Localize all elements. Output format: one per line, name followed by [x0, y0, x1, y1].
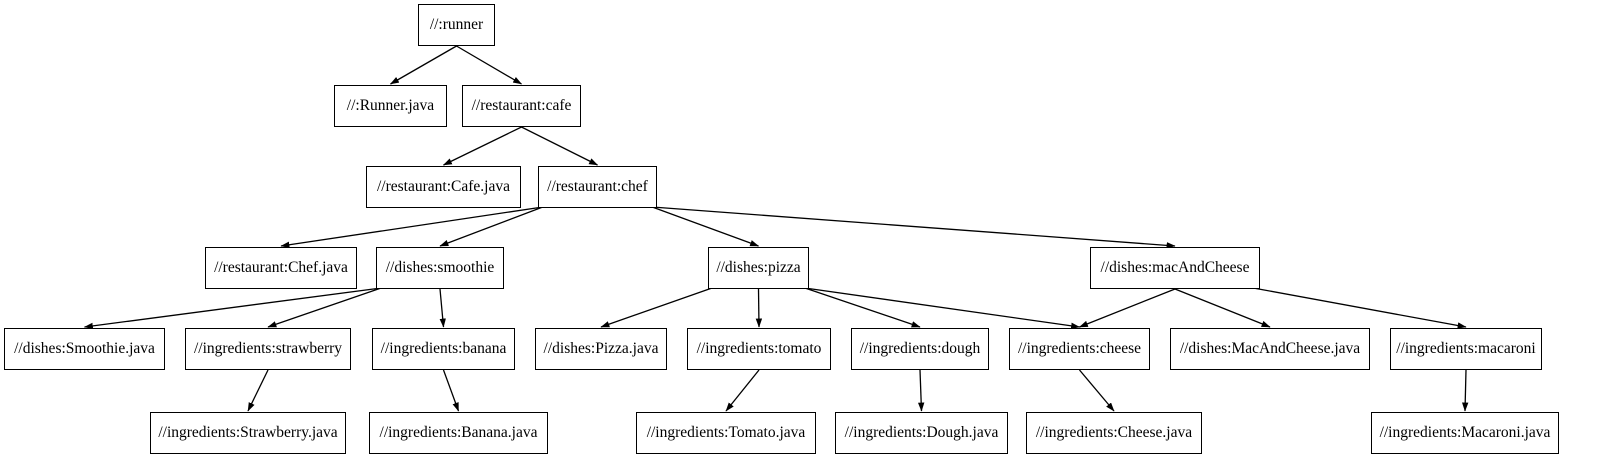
graph-node[interactable]: //restaurant:chef [538, 166, 657, 208]
graph-node-label: //dishes:MacAndCheese.java [1179, 340, 1361, 358]
graph-node-label: //restaurant:cafe [471, 97, 572, 115]
graph-node[interactable]: //restaurant:Cafe.java [366, 166, 521, 208]
graph-node-label: //dishes:Pizza.java [543, 340, 659, 358]
graph-node[interactable]: //dishes:Pizza.java [535, 328, 667, 370]
graph-node-label: //dishes:Smoothie.java [14, 340, 155, 358]
graph-node[interactable]: //restaurant:cafe [462, 85, 581, 127]
graph-node-label: //dishes:pizza [716, 259, 801, 277]
graph-node[interactable]: //restaurant:Chef.java [205, 247, 357, 289]
graph-node[interactable]: //:Runner.java [334, 85, 447, 127]
graph-node[interactable]: //dishes:MacAndCheese.java [1170, 328, 1370, 370]
graph-edge [83, 287, 382, 330]
graph-node-label: //ingredients:cheese [1017, 340, 1142, 358]
graph-node[interactable]: //ingredients:Tomato.java [636, 412, 816, 454]
graph-edge [280, 206, 543, 248]
graph-edge [652, 206, 760, 247]
graph-node-label: //ingredients:Banana.java [379, 424, 538, 442]
graph-edge [521, 126, 599, 166]
graph-node[interactable]: //dishes:macAndCheese [1090, 247, 1260, 289]
graph-node-label: //restaurant:Cafe.java [377, 178, 510, 196]
graph-node-label: //ingredients:tomato [696, 340, 822, 358]
graph-edge [600, 287, 713, 328]
graph-edge [1253, 287, 1467, 329]
graph-edge [439, 288, 446, 328]
graph-node[interactable]: //ingredients:Strawberry.java [150, 412, 346, 454]
graph-node-label: //ingredients:Cheese.java [1035, 424, 1193, 442]
graph-edge [389, 45, 457, 85]
graph-node-label: //:Runner.java [346, 97, 435, 115]
graph-node[interactable]: //ingredients:Banana.java [369, 412, 548, 454]
graph-node[interactable]: //ingredients:banana [372, 328, 515, 370]
graph-node[interactable]: //:runner [418, 4, 495, 46]
graph-node-label: //ingredients:Tomato.java [646, 424, 806, 442]
graph-edge [755, 288, 763, 328]
graph-edge [1079, 369, 1115, 412]
graph-node-label: //dishes:smoothie [385, 259, 495, 277]
graph-node-label: //ingredients:strawberry [193, 340, 343, 358]
graph-edge [442, 126, 522, 166]
graph-node[interactable]: //dishes:pizza [708, 247, 809, 289]
graph-node[interactable]: //dishes:smoothie [376, 247, 504, 289]
graph-edge [267, 287, 382, 328]
graph-edge [456, 45, 523, 85]
graph-node-label: //ingredients:Strawberry.java [158, 424, 338, 442]
graph-node-label: //dishes:macAndCheese [1100, 259, 1250, 277]
graph-node-label: //:runner [429, 16, 484, 34]
graph-node-label: //ingredients:macaroni [1396, 340, 1536, 358]
graph-node[interactable]: //ingredients:Cheese.java [1026, 412, 1202, 454]
graph-node[interactable]: //ingredients:Dough.java [835, 412, 1008, 454]
graph-edge [917, 369, 925, 412]
graph-node[interactable]: //ingredients:dough [851, 328, 989, 370]
graph-node[interactable]: //ingredients:strawberry [185, 328, 351, 370]
graph-node-label: //ingredients:Dough.java [844, 424, 999, 442]
graph-edge [1462, 369, 1469, 412]
graph-edge [804, 287, 1081, 329]
graph-node-label: //restaurant:Chef.java [214, 259, 348, 277]
graph-edge [442, 369, 460, 412]
graph-node-label: //restaurant:chef [547, 178, 648, 196]
graph-node[interactable]: //ingredients:tomato [687, 328, 831, 370]
graph-edge [439, 206, 543, 247]
graph-node-label: //ingredients:Macaroni.java [1379, 424, 1551, 442]
graph-node[interactable]: //ingredients:macaroni [1390, 328, 1542, 370]
graph-node[interactable]: //dishes:Smoothie.java [4, 328, 165, 370]
graph-node-label: //ingredients:dough [859, 340, 981, 358]
graph-edge [1174, 288, 1271, 328]
graph-node[interactable]: //ingredients:cheese [1009, 328, 1150, 370]
graph-edge [1078, 288, 1176, 328]
graph-edge [725, 369, 760, 412]
graph-edge [247, 369, 269, 412]
graph-edge [804, 287, 921, 328]
graph-node[interactable]: //ingredients:Macaroni.java [1371, 412, 1559, 454]
graph-edge [652, 206, 1176, 249]
graph-node-label: //ingredients:banana [380, 340, 507, 358]
